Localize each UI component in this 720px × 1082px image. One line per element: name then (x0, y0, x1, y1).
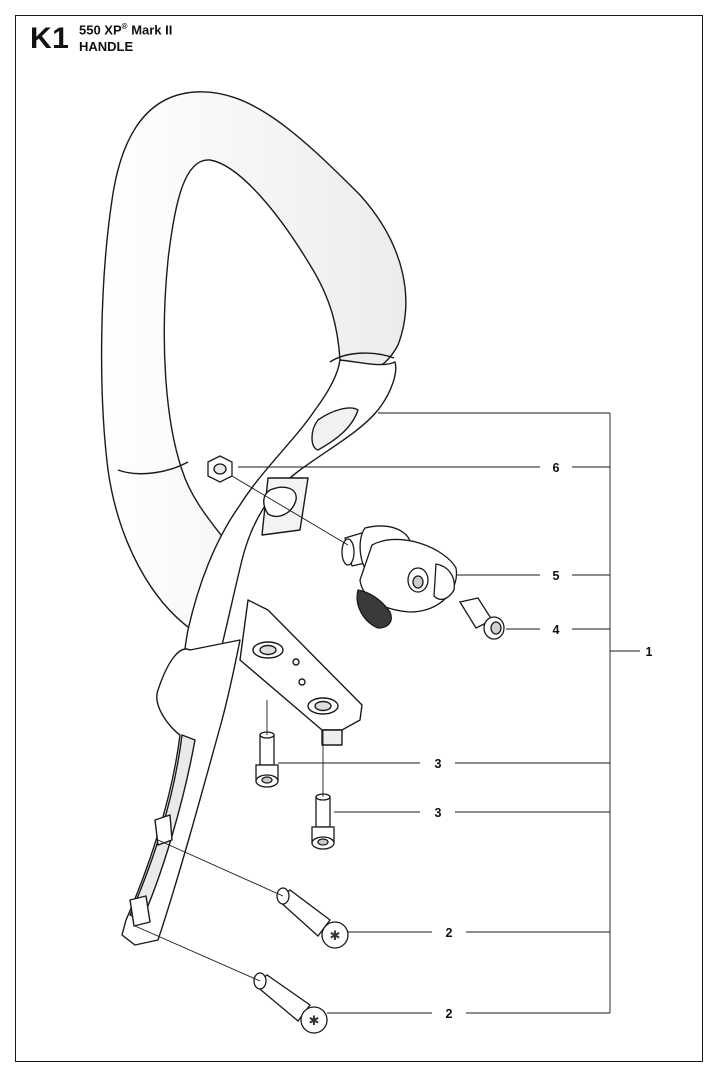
handle-tube (100, 91, 407, 631)
callout-4: 4 (553, 623, 560, 637)
callout-3-upper: 3 (435, 757, 442, 771)
nut-part-6 (207, 455, 233, 483)
callout-1: 1 (646, 645, 653, 659)
screw-part-3-upper (255, 731, 279, 788)
model-suffix: Mark II (131, 22, 173, 38)
callout-6: 6 (553, 461, 560, 475)
screw-2a-head (321, 921, 349, 949)
screw-3a-shank (259, 734, 275, 766)
callout-2-lower: 2 (446, 1007, 453, 1021)
screw-2b-torx-icon: ✱ (309, 1013, 320, 1028)
damper-cap (433, 563, 455, 601)
handle-inner-slot (311, 407, 359, 451)
screw-2a-torx-icon: ✱ (330, 928, 341, 943)
damper-flange (356, 589, 392, 629)
bracket-hole-upper-inner (259, 644, 277, 656)
screw-2b-head (300, 1006, 328, 1034)
screw-part-4 (458, 597, 505, 640)
screw-part-2-upper: ✱ (276, 887, 349, 949)
model-title: 550 XP® Mark II (79, 22, 172, 37)
bracket-plate-edge (321, 729, 343, 746)
grip-edge-lower (117, 461, 189, 475)
damper-bore-inner (412, 575, 424, 589)
foot-clip-lower (129, 895, 151, 927)
axis-line-nut (231, 475, 349, 546)
grip-edge-upper (329, 352, 395, 363)
damper-stud-end (341, 538, 355, 566)
screw-3b-socket (317, 838, 329, 846)
screw-4-socket (490, 621, 502, 635)
callout-5: 5 (553, 569, 560, 583)
axis-line-screw-2a (157, 839, 284, 897)
registered-mark: ® (121, 22, 128, 31)
bracket-hole-lower-inner (314, 700, 332, 712)
damper-part-5 (341, 525, 458, 629)
screw-part-3-lower (311, 793, 335, 850)
nut-bore (213, 463, 227, 475)
screw-3a-socket (261, 776, 273, 784)
callout-labels: 6 5 4 1 3 3 2 2 (435, 461, 653, 1021)
section-code: K1 (30, 22, 70, 55)
screw-part-2-lower: ✱ (253, 972, 328, 1034)
foot-clip-upper (154, 814, 173, 846)
leader-lines (134, 412, 640, 1014)
axis-line-screw-2b (134, 925, 261, 982)
callout-2-upper: 2 (446, 926, 453, 940)
bracket-pin-hole-b (298, 678, 306, 686)
front-handle (100, 91, 407, 946)
bracket-pin-hole-a (292, 658, 300, 666)
model-name: 550 XP (79, 22, 122, 38)
page-frame (15, 15, 703, 1062)
screw-3b-shank (315, 796, 331, 828)
section-name: HANDLE (79, 39, 134, 54)
callout-3-lower: 3 (435, 806, 442, 820)
handle-bracket-plate (239, 599, 363, 731)
